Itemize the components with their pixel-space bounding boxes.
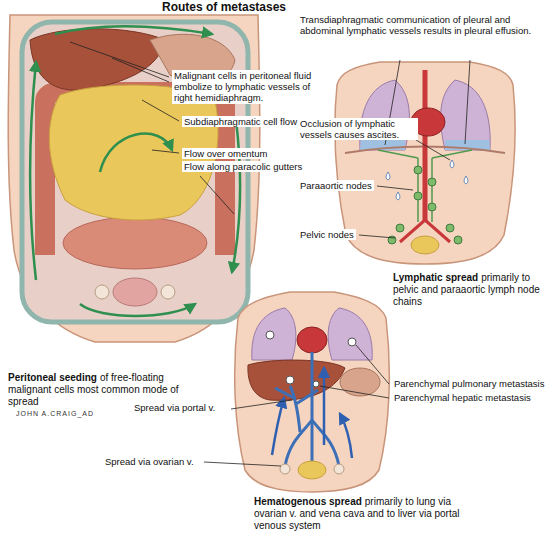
flow-arrow — [340, 414, 352, 458]
label-text: Spread via portal v. — [134, 402, 215, 413]
peritoneal-figure — [8, 15, 260, 342]
torso — [335, 62, 515, 264]
lymph-node — [428, 203, 436, 211]
callout-label: Parenchymal hepatic metastasis — [392, 392, 533, 403]
leader-line — [359, 235, 395, 238]
callout-label: Spread via portal v. — [132, 402, 217, 413]
uterus — [113, 278, 157, 306]
caption-heading: Lymphatic spread — [393, 272, 478, 283]
label-text: Subdiaphragmatic cell flow — [184, 116, 297, 127]
torso — [235, 292, 390, 492]
leader-line — [465, 60, 470, 144]
flow-arrow — [80, 304, 195, 316]
ovary — [280, 464, 290, 474]
lymph-node — [446, 224, 454, 232]
leader-line — [320, 386, 389, 398]
label-text: Transdiaphragmatic communication of pleu… — [300, 14, 531, 36]
label-text: Spread via ovarian v. — [105, 456, 194, 467]
torso — [8, 15, 260, 342]
lymph-node — [454, 236, 462, 244]
ascites-drop — [396, 192, 400, 200]
label-text: Occlusion of lymphatic vessels causes as… — [300, 118, 399, 140]
heart — [297, 327, 327, 353]
hematogenous-figure — [204, 292, 389, 492]
ovary — [161, 285, 175, 299]
flow-arrow — [323, 368, 326, 445]
leader-line — [200, 176, 234, 214]
liver — [248, 360, 345, 400]
diagram-title: Routes of metastases — [160, 0, 288, 14]
ovary — [95, 285, 109, 299]
lymph-node — [414, 192, 422, 200]
caption-heading: Peritoneal seeding — [8, 372, 97, 383]
leader-line — [204, 462, 281, 466]
callout-label: Occlusion of lymphatic vessels causes as… — [298, 118, 418, 140]
lymph-node — [428, 178, 436, 186]
label-text: Malignant cells in peritoneal fluid embo… — [174, 70, 311, 103]
metastasis — [313, 381, 319, 387]
metastasis — [286, 376, 294, 384]
leader-line — [356, 345, 389, 384]
callout-label: Subdiaphragmatic cell flow — [182, 116, 299, 127]
metastasis — [266, 331, 274, 339]
callout-label: Malignant cells in peritoneal fluid embo… — [172, 70, 322, 104]
lymph-node — [414, 166, 422, 174]
label-text: Paraaortic nodes — [300, 180, 372, 191]
flow-arrow — [30, 62, 36, 280]
callout-label: JOHN A.CRAIG_AD — [14, 410, 96, 418]
callout-label: Flow over omentum — [182, 148, 269, 159]
ovarian-vein — [285, 420, 339, 466]
flow-arrow — [55, 27, 212, 35]
callout-label: Hematogenous spreadprimarily to lung via… — [252, 496, 462, 531]
lymph-node — [396, 224, 404, 232]
callout-label: Lymphatic spreadprimarily to pelvic and … — [391, 272, 556, 307]
flow-arrow — [272, 398, 284, 455]
leader-line — [416, 140, 450, 160]
callout-label: Transdiaphragmatic communication of pleu… — [298, 14, 543, 36]
ascites-drop — [464, 176, 468, 184]
label-text: JOHN A.CRAIG_AD — [16, 410, 94, 417]
flow-arrow — [100, 134, 172, 172]
label-text: Flow over omentum — [184, 148, 267, 159]
label-text: Parenchymal pulmonary metastasis — [394, 378, 544, 389]
ovary — [334, 464, 344, 474]
stomach — [340, 368, 380, 396]
metastasis — [348, 338, 356, 346]
uterus — [298, 461, 326, 479]
uterus — [411, 236, 439, 254]
label-text: Flow along paracolic gutters — [184, 161, 302, 172]
lung — [328, 308, 372, 360]
lymphatic-figure — [335, 60, 515, 264]
label-text: Pelvic nodes — [300, 229, 354, 240]
leader-line — [231, 400, 292, 409]
caption-heading: Hematogenous spread — [254, 496, 362, 507]
callout-label: Paraaortic nodes — [298, 180, 374, 191]
label-text: Parenchymal hepatic metastasis — [394, 392, 531, 403]
liver — [30, 29, 165, 90]
leader-line — [152, 150, 179, 153]
callout-label: Pelvic nodes — [298, 229, 356, 240]
callout-label: Parenchymal pulmonary metastasis — [392, 378, 546, 389]
vena-cava — [311, 352, 314, 462]
lung — [252, 308, 296, 360]
callout-label: Flow along paracolic gutters — [182, 161, 304, 172]
lymph-vessel — [378, 150, 472, 222]
leader-line — [377, 186, 413, 190]
leader-line — [112, 58, 169, 82]
small-intestine — [63, 217, 207, 269]
ascites-drop — [450, 160, 454, 168]
ascites-drop — [386, 172, 390, 180]
callout-label: Spread via ovarian v. — [103, 456, 196, 467]
flow-arrow — [232, 120, 240, 272]
leader-line — [70, 42, 169, 77]
